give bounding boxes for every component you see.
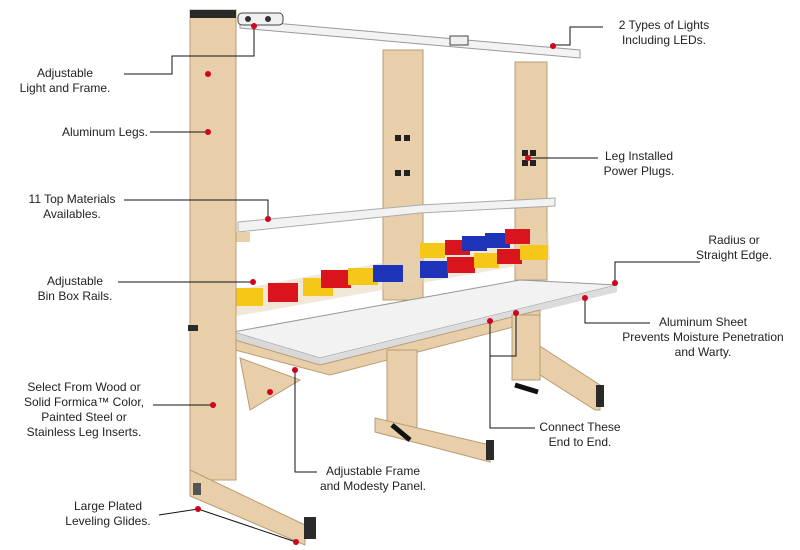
light-bar (237, 12, 581, 59)
callout-sheet: Aluminum Sheet Prevents Moisture Penetra… (612, 315, 794, 360)
bins (235, 229, 548, 306)
center-leg-lower (374, 349, 491, 463)
callout-line: 11 Top Materials (28, 192, 116, 206)
callout-line: Including LEDs. (621, 33, 707, 47)
callout-light-frame: Adjustable Light and Frame. (10, 66, 120, 96)
callout-line: Painted Steel or (41, 410, 127, 424)
callout-line: Adjustable (46, 274, 104, 288)
power-plugs (522, 150, 536, 166)
right-leg-lower (511, 314, 541, 395)
callout-line: Stainless Leg Inserts. (26, 425, 142, 439)
callout-line: 2 Types of Lights (618, 18, 710, 32)
callout-line: Straight Edge. (695, 248, 773, 262)
callout-modesty: Adjustable Frame and Modesty Panel. (312, 464, 434, 494)
callout-line: Bin Box Rails. (37, 289, 113, 303)
callout-line: Light and Frame. (19, 81, 111, 95)
upper-shelf (236, 197, 556, 242)
callout-radius: Radius or Straight Edge. (686, 233, 782, 263)
callout-line: Power Plugs. (603, 164, 675, 178)
callout-markers (195, 23, 618, 545)
callout-line: Select From Wood or (27, 380, 141, 394)
callout-line: Aluminum Legs. (61, 125, 148, 139)
callout-rails: Adjustable Bin Box Rails. (30, 274, 120, 304)
callout-line: Aluminum Sheet (658, 315, 748, 329)
callout-line: Leveling Glides. (65, 514, 151, 528)
callout-line: and Modesty Panel. (319, 479, 427, 493)
right-foot-pads (486, 385, 604, 460)
callout-line: and Warty. (674, 345, 732, 359)
callout-inserts: Select From Wood or Solid Formica™ Color… (14, 380, 154, 440)
callout-line: Leg Installed (604, 149, 674, 163)
callout-line: Solid Formica™ Color, (23, 395, 145, 409)
callout-glides: Large Plated Leveling Glides. (56, 499, 160, 529)
callout-power: Leg Installed Power Plugs. (594, 149, 684, 179)
callout-line: Availables. (43, 207, 101, 221)
callout-line: Radius or (708, 233, 760, 247)
callout-line: Connect These (539, 420, 621, 434)
callout-line: Adjustable (36, 66, 94, 80)
callout-line: End to End. (548, 435, 612, 449)
callout-lights: 2 Types of Lights Including LEDs. (604, 18, 724, 48)
callout-connect: Connect These End to End. (532, 420, 628, 450)
callout-tops: 11 Top Materials Availables. (20, 192, 124, 222)
bin-rail (235, 229, 550, 316)
callout-line: Large Plated (73, 499, 143, 513)
callout-line: Adjustable Frame (325, 464, 421, 478)
leader-lines (118, 26, 700, 543)
front-left-leg (188, 9, 316, 546)
callout-line: Prevents Moisture Penetration (622, 330, 784, 344)
callout-legs: Aluminum Legs. (40, 125, 148, 140)
